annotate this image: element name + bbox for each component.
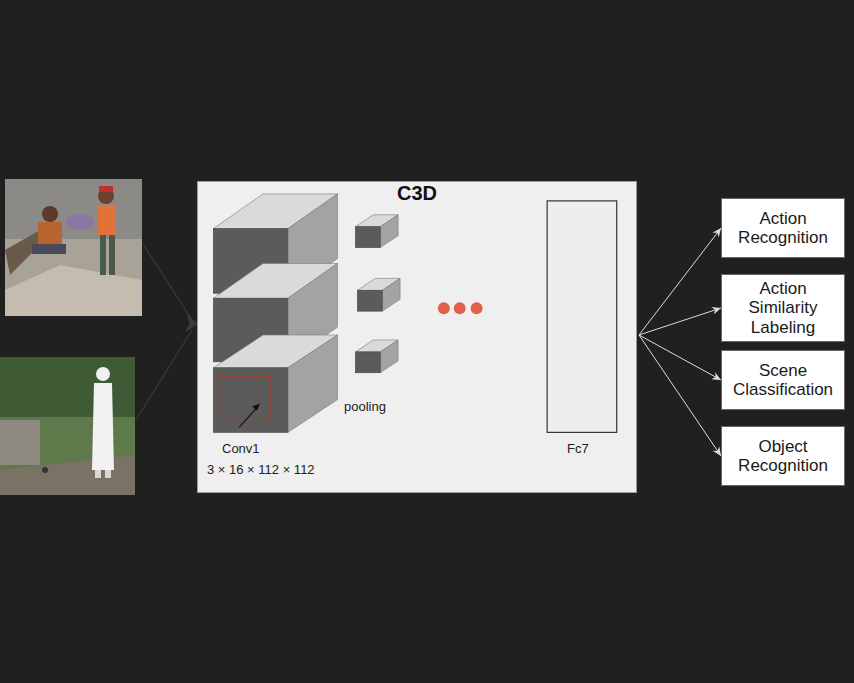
task-box: Action Similarity Labeling bbox=[721, 274, 845, 342]
layer-shapes bbox=[213, 194, 616, 432]
part-label: Fc7 bbox=[567, 441, 589, 456]
panel-title: C3D bbox=[198, 182, 636, 205]
task-label: Object Recognition bbox=[730, 437, 836, 475]
part-label: Conv1 bbox=[222, 441, 260, 456]
task-label: Action Recognition bbox=[730, 209, 836, 247]
arrow-connector bbox=[639, 335, 721, 380]
arrow-connector bbox=[639, 308, 721, 335]
task-box: Object Recognition bbox=[721, 426, 845, 486]
part-label: pooling bbox=[344, 399, 386, 414]
task-label: Action Similarity Labeling bbox=[730, 279, 836, 336]
task-box: Scene Classification bbox=[721, 350, 845, 410]
task-label: Scene Classification bbox=[730, 361, 836, 399]
arrow-connector bbox=[639, 228, 721, 335]
input-arrows bbox=[136, 244, 197, 420]
photo-boy bbox=[0, 357, 135, 495]
photo-children bbox=[5, 179, 142, 316]
task-box: Action Recognition bbox=[721, 198, 845, 258]
arrow-connector bbox=[639, 335, 721, 456]
part-label: 3 × 16 × 112 × 112 bbox=[207, 462, 315, 477]
